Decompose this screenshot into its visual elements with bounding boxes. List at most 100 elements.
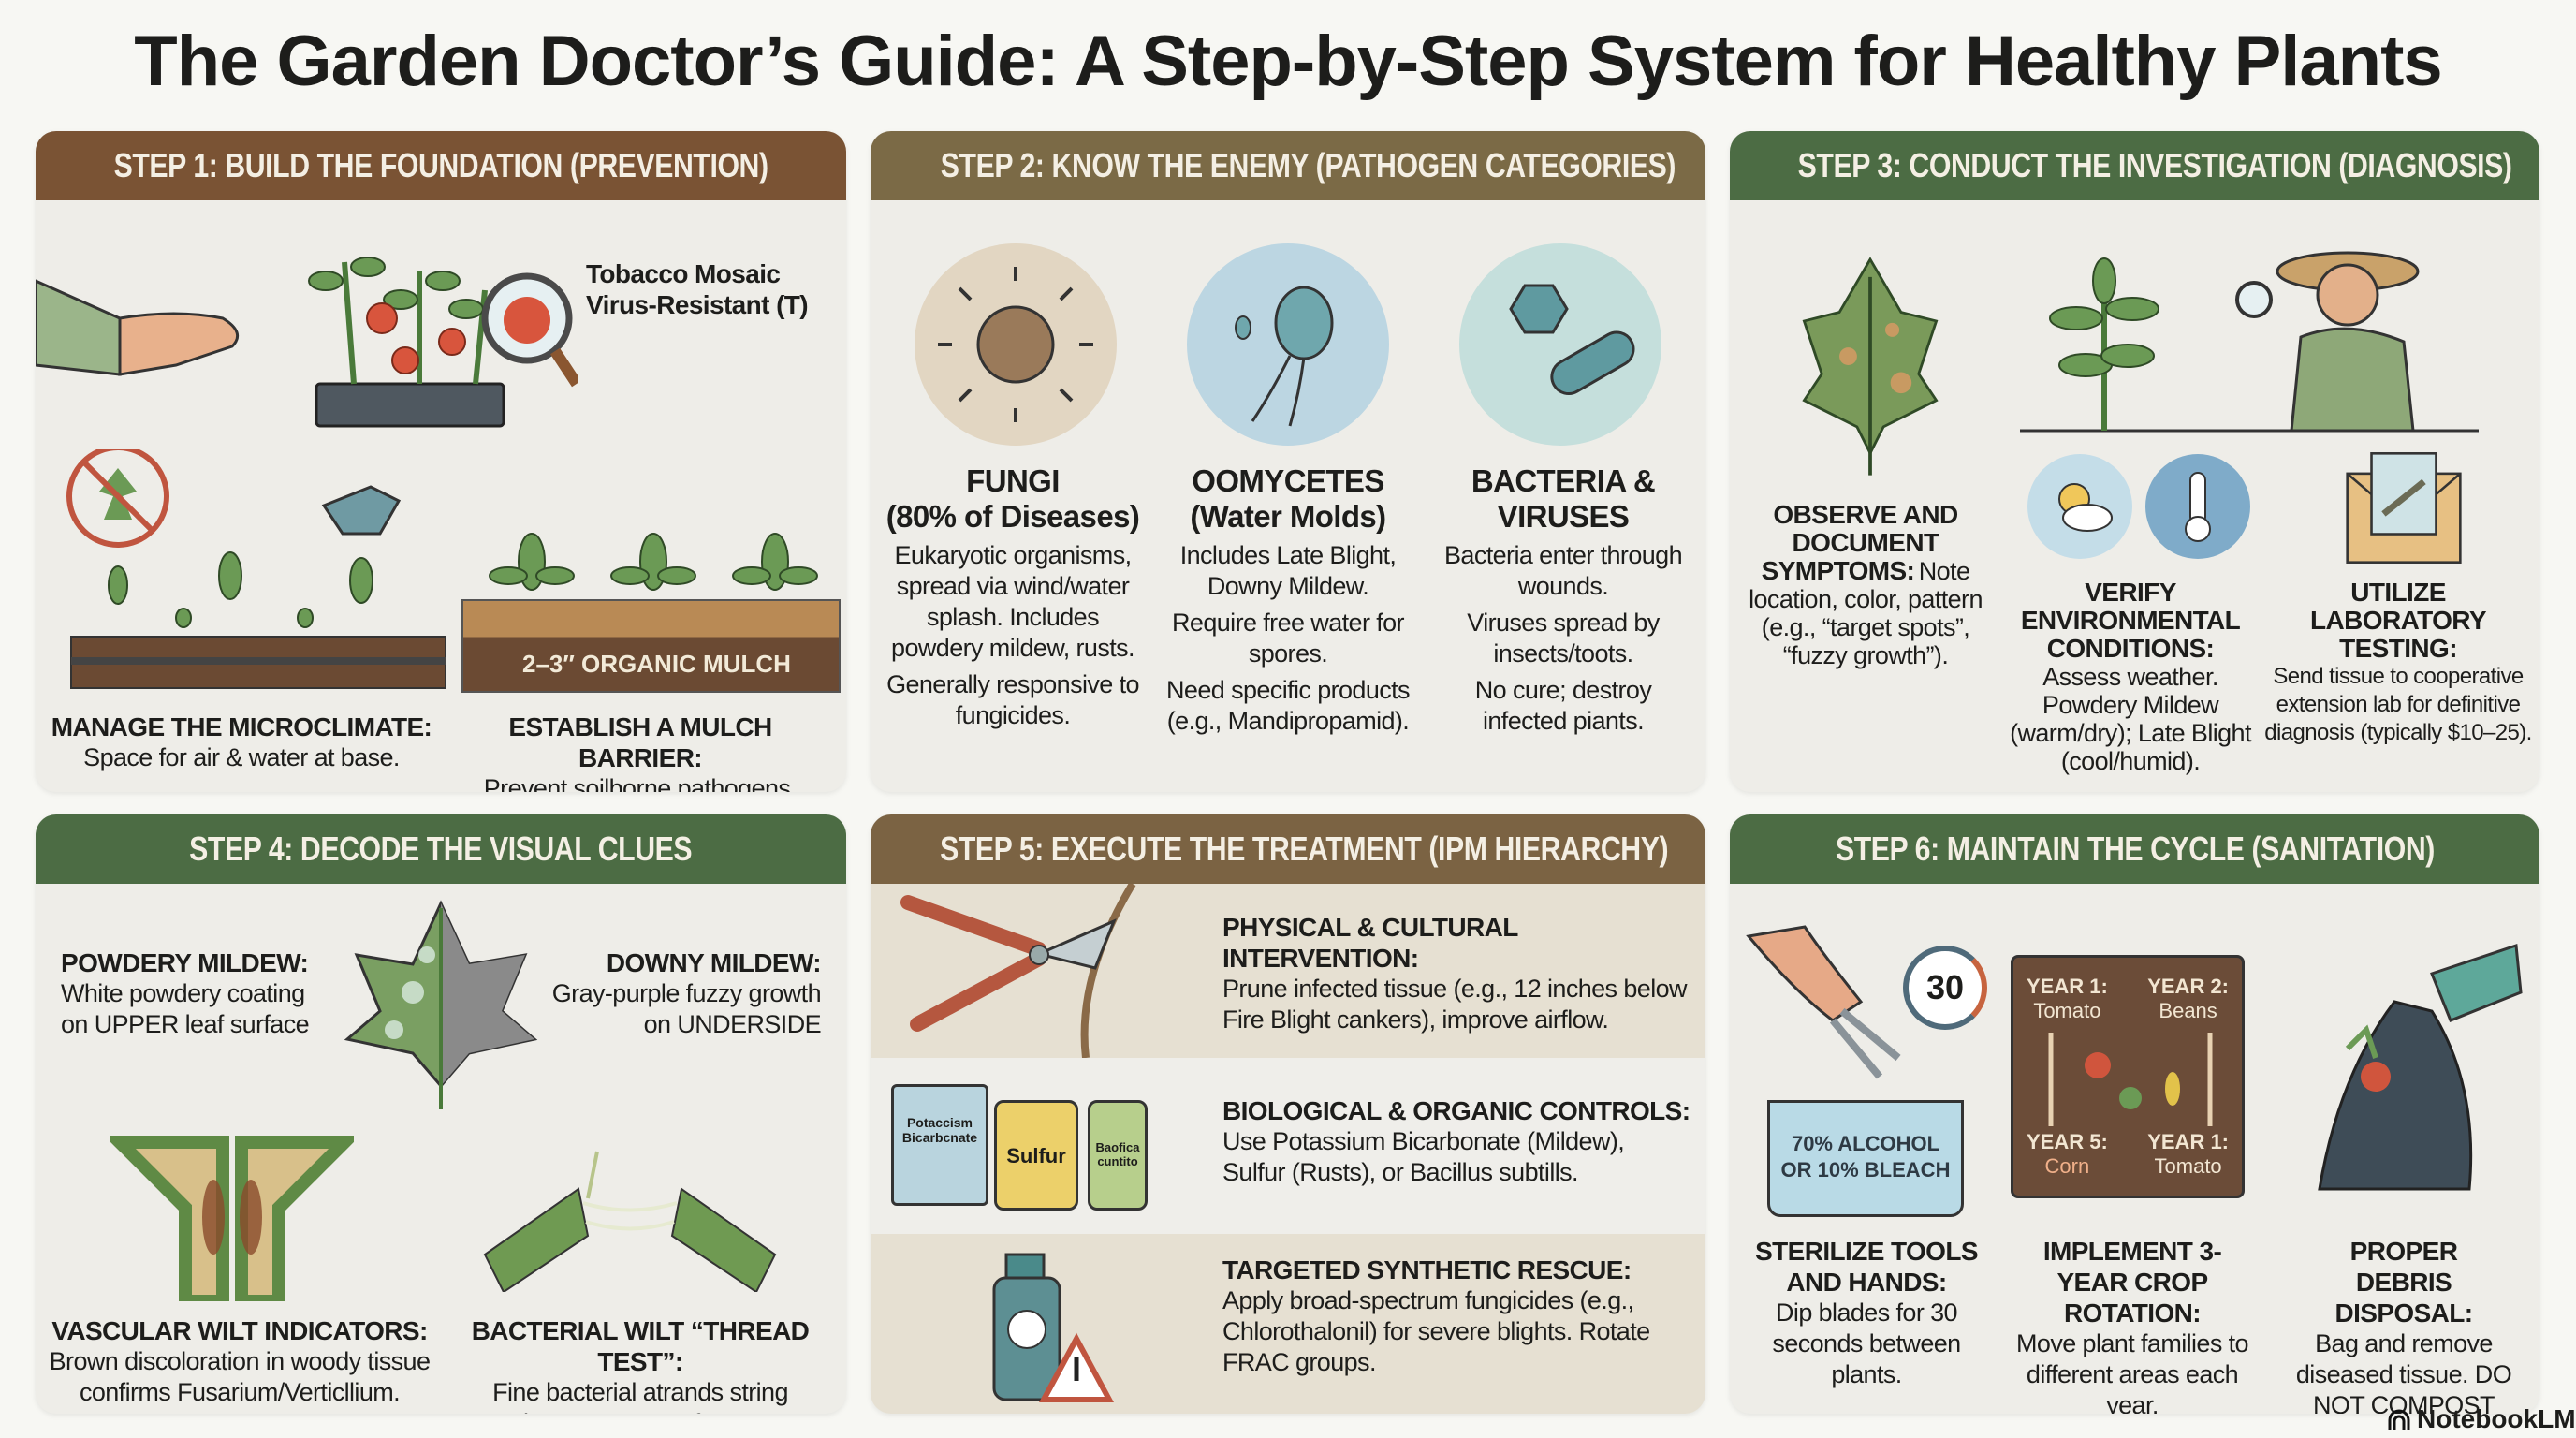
hands-shears-icon <box>1746 925 1901 1079</box>
item-body: Brown discoloration in woody tissue conf… <box>49 1347 431 1406</box>
item-body: Prune infected tissue (e.g., 12 inches b… <box>1222 975 1688 1034</box>
step1-panel: STEP 1: BUILD THE FOUNDATION (PREVENTION… <box>36 131 846 792</box>
step5-header-text: STEP 5: EXECUTE THE TREATMENT (IPM HIERA… <box>940 829 1669 868</box>
rotation-year1: YEAR 1:Tomato <box>2027 975 2108 1023</box>
item-body: Send tissue to cooperative extension lab… <box>2264 664 2532 745</box>
step3-panel: STEP 3: CONDUCT THE INVESTIGATION (DIAGN… <box>1730 131 2539 792</box>
step6-header-text: STEP 6: MAINTAIN THE CYCLE (SANITATION) <box>1835 829 2435 868</box>
bacterial-wilt-stem-icon <box>483 1151 777 1292</box>
fungicide-bottle-warning-icon <box>992 1253 1114 1402</box>
rotation-year1-repeat: YEAR 1:Tomato <box>2147 1130 2229 1179</box>
rotation-item: IMPLEMENT 3-YEAR CROP ROTATION:Move plan… <box>1999 1236 2265 1414</box>
step2-header: STEP 2: KNOW THE ENEMY (PATHOGEN CATEGOR… <box>871 131 1705 200</box>
notebooklm-brand: NotebookLM <box>2387 1404 2576 1434</box>
item-body: Use Potassium Bicarbonate (Mildew), Sulf… <box>1222 1127 1625 1186</box>
item-title: IMPLEMENT 3-YEAR CROP ROTATION: <box>2042 1237 2222 1328</box>
category-title: OOMYCETES <box>1192 463 1384 498</box>
item-body: Bag and remove diseased tissue. DO NOT C… <box>2295 1329 2512 1414</box>
lab-item: UTILIZE LABORATORY TESTING:Send tissue t… <box>2264 579 2532 747</box>
fungi-column: FUNGI (80% of Diseases) Eukaryotic organ… <box>880 463 1146 731</box>
item-title: TARGETED SYNTHETIC RESCUE: <box>1222 1255 1632 1284</box>
category-body: Need specific products (e.g., Mandipropa… <box>1166 676 1411 735</box>
callout-line: Virus-Resistant (T) <box>586 290 809 319</box>
vascular-wilt-item: VASCULAR WILT INDICATORS:Brown discolora… <box>45 1315 434 1408</box>
category-body: Generally responsive to fungicides. <box>886 670 1139 729</box>
oomycetes-icon <box>1187 243 1389 446</box>
bacteria-virus-icon <box>1459 243 1661 446</box>
category-body: Includes Late Blight, Downy Mildew. <box>1179 541 1397 600</box>
disposal-item: PROPER DEBRIS DISPOSAL:Bag and remove di… <box>2273 1236 2535 1414</box>
bacteria-column: BACTERIA & VIRUSES Bacteria enter throug… <box>1430 463 1696 737</box>
step6-header: STEP 6: MAINTAIN THE CYCLE (SANITATION) <box>1730 814 2539 884</box>
item-body: Note location, color, pattern (e.g., “ta… <box>1749 557 1983 669</box>
item-title: STERILIZE TOOLS AND HANDS: <box>1755 1237 1978 1297</box>
mildew-leaf-icon <box>344 900 538 1109</box>
rotation-year: YEAR 1: <box>2147 1130 2229 1153</box>
category-subtitle: (80% of Diseases) <box>886 499 1140 534</box>
item-title: BIOLOGICAL & ORGANIC CONTROLS: <box>1222 1096 1690 1125</box>
mulch-item: ESTABLISH A MULCH BARRIER:Prevent soilbo… <box>444 712 837 792</box>
weather-icon <box>2027 454 2132 559</box>
disinfectant-tub: 70% ALCOHOL OR 10% BLEACH <box>1767 1100 1964 1217</box>
rotation-year: YEAR 2: <box>2147 975 2229 998</box>
step2-header-text: STEP 2: KNOW THE ENEMY (PATHOGEN CATEGOR… <box>940 146 1676 184</box>
powdery-mildew-item: POWDERY MILDEW:White powdery coating on … <box>61 947 332 1040</box>
item-body: Move plant families to different areas e… <box>2016 1329 2249 1414</box>
microclimate-illustration <box>66 449 446 689</box>
item-body: Prevent soilborne pathogens. <box>483 774 798 792</box>
step1-header: STEP 1: BUILD THE FOUNDATION (PREVENTION… <box>36 131 846 200</box>
item-title: DOWNY MILDEW: <box>606 948 822 977</box>
item-body: White powdery coating on UPPER leaf surf… <box>61 979 310 1038</box>
oomycetes-column: OOMYCETES (Water Molds) Includes Late Bl… <box>1155 463 1421 737</box>
step3-header: STEP 3: CONDUCT THE INVESTIGATION (DIAGN… <box>1730 131 2539 200</box>
notebooklm-logo-icon <box>2388 1409 2410 1430</box>
rotation-arrows-icon <box>2048 1033 2213 1126</box>
rotation-year: YEAR 5: <box>2027 1130 2108 1153</box>
biological-tier: Potaccism Bicarbcnate Sulfur Baofica cun… <box>871 1058 1705 1234</box>
physical-tier: PHYSICAL & CULTURAL INTERVENTION:Prune i… <box>871 884 1705 1058</box>
category-body: Eukaryotic organisms, spread via wind/wa… <box>891 541 1135 662</box>
verify-item: VERIFY ENVIRONMENTAL CONDITIONS:Assess w… <box>2001 578 2260 776</box>
sterilize-item: STERILIZE TOOLS AND HANDS:Dip blades for… <box>1743 1236 1990 1390</box>
step3-header-text: STEP 3: CONDUCT THE INVESTIGATION (DIAGN… <box>1797 146 2512 184</box>
item-title: PROPER DEBRIS DISPOSAL: <box>2334 1237 2473 1328</box>
category-body: Viruses spread by insects/toots. <box>1467 609 1660 668</box>
category-body: Bacteria enter through wounds. <box>1444 541 1683 600</box>
brand-label: NotebookLM <box>2417 1404 2576 1433</box>
rotation-crop: Beans <box>2159 999 2217 1022</box>
pruning-shears-icon <box>900 884 1136 1058</box>
rotation-crop: Corn <box>2044 1154 2090 1178</box>
potassium-bicarbonate-bag: Potaccism Bicarbcnate <box>891 1084 988 1206</box>
sulfur-can: Sulfur <box>994 1100 1078 1211</box>
bacillus-bottle: Baofica cuntito <box>1088 1100 1148 1211</box>
category-title: FUNGI <box>966 463 1060 498</box>
lab-envelope-icon <box>2346 452 2462 564</box>
callout-line: Tobacco Mosaic <box>586 259 781 288</box>
item-title: PHYSICAL & CULTURAL INTERVENTION: <box>1222 913 1518 973</box>
category-body: Require free water for spores. <box>1172 609 1405 668</box>
step4-header: STEP 4: DECODE THE VISUAL CLUES <box>36 814 846 884</box>
spotted-leaf-icon <box>1802 257 1939 476</box>
step6-panel: STEP 6: MAINTAIN THE CYCLE (SANITATION) … <box>1730 814 2539 1414</box>
rotation-year2: YEAR 2:Beans <box>2147 975 2229 1023</box>
item-body: Space for air & water at base. <box>83 743 400 771</box>
category-body: No cure; destroy infected piants. <box>1474 676 1652 735</box>
rotation-year5: YEAR 5:Corn <box>2027 1130 2108 1179</box>
timer-icon: 30 <box>1903 946 1987 1030</box>
mulch-illustration <box>461 599 841 693</box>
item-title: BACTERIAL WILT “THREAD TEST”: <box>471 1316 810 1376</box>
observe-item: OBSERVE AND DOCUMENT SYMPTOMS: Note loca… <box>1736 501 1995 670</box>
item-title: VASCULAR WILT INDICATORS: <box>51 1316 428 1345</box>
item-title: MANAGE THE MICROCLIMATE: <box>51 712 432 741</box>
step5-header: STEP 5: EXECUTE THE TREATMENT (IPM HIERA… <box>871 814 1705 884</box>
biological-text: BIOLOGICAL & ORGANIC CONTROLS:Use Potass… <box>1222 1095 1690 1188</box>
step5-panel: STEP 5: EXECUTE THE TREATMENT (IPM HIERA… <box>871 814 1705 1414</box>
item-body: Dip blades for 30 seconds between plants… <box>1772 1299 1961 1388</box>
synthetic-tier: TARGETED SYNTHETIC RESCUE:Apply broad-sp… <box>871 1234 1705 1414</box>
category-title: BACTERIA & <box>1471 463 1656 498</box>
item-title: VERIFY ENVIRONMENTAL CONDITIONS: <box>2020 578 2241 663</box>
seedling-tray-illustration <box>36 257 578 428</box>
vascular-wilt-stem-icon <box>110 1136 354 1301</box>
inspector-illustration <box>2020 251 2479 433</box>
debris-bag-icon <box>2318 943 2523 1191</box>
